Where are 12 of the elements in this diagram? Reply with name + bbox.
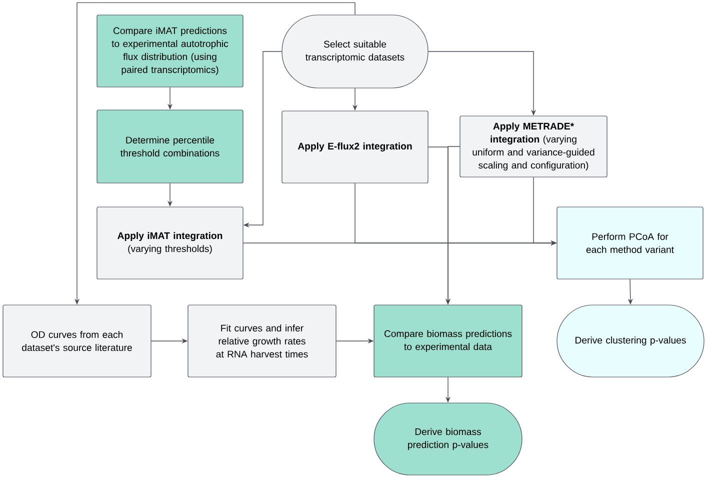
process-box: Perform PCoA for each method variant bbox=[556, 206, 704, 280]
process-box: OD curves from each dataset's source literature bbox=[2, 304, 152, 378]
process-box: Fit curves and infer relative growth rates at RNA harvest times bbox=[188, 304, 336, 378]
start-terminal: Select suitable transcriptomic datasets bbox=[282, 14, 428, 88]
process-box: Apply E-flux2 integration bbox=[282, 110, 428, 184]
process-box: Determine percentile threshold combinations bbox=[96, 110, 244, 184]
process-box: Apply iMAT integration (varying thresholds) bbox=[96, 206, 244, 280]
end-terminal: Derive clustering p-values bbox=[556, 304, 704, 378]
process-box: Compare iMAT predictions to experimental autotrophic flux distribution (using paired transcriptomics) bbox=[96, 14, 244, 88]
process-box: Compare biomass predictions to experimental data bbox=[374, 304, 522, 378]
end-terminal: Derive biomass prediction p-values bbox=[374, 402, 522, 476]
process-box: Apply METRADE* integration (varying uniform and variance-guided scaling and configuration) bbox=[460, 116, 608, 178]
